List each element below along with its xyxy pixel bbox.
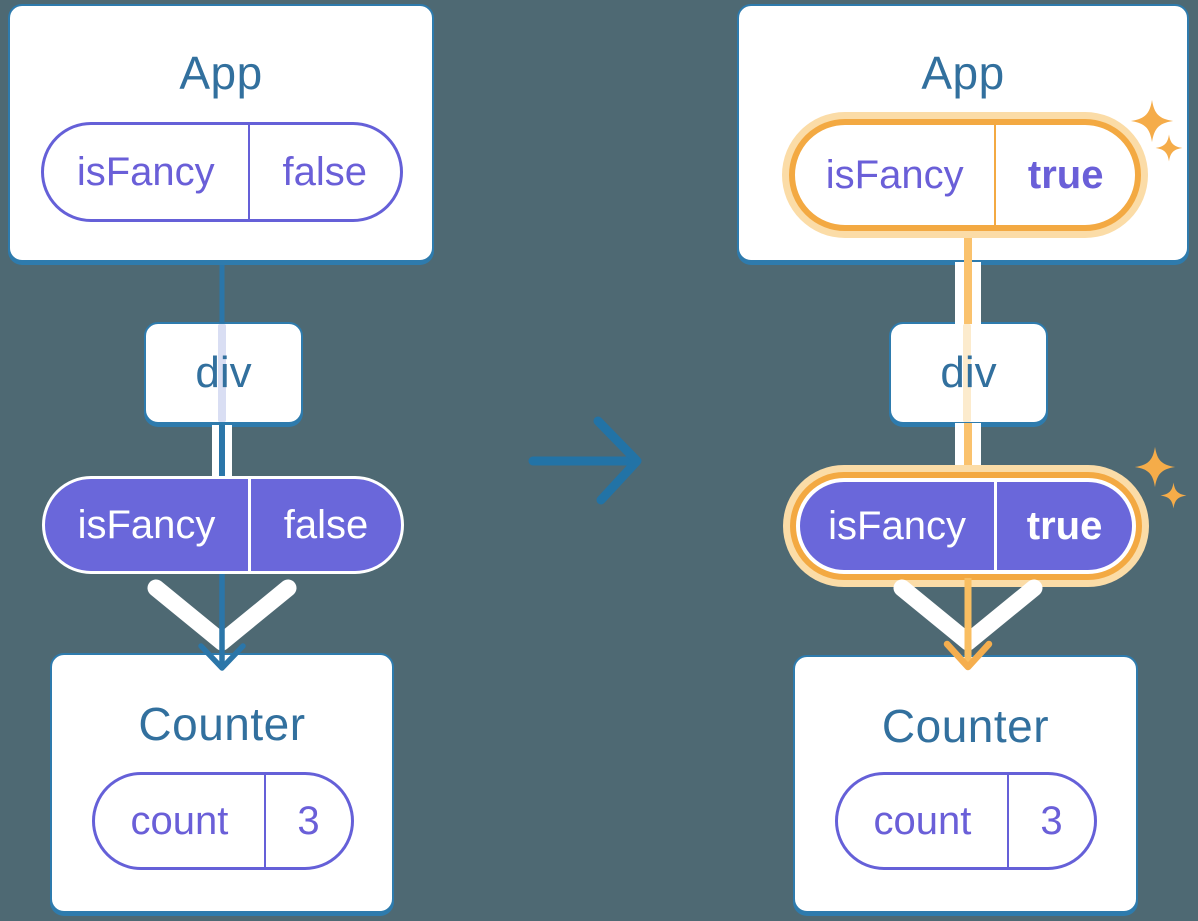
before-div-prop-stripe <box>218 324 226 422</box>
before-passed-prop-name: isFancy <box>45 479 251 571</box>
before-div-label: div <box>195 348 252 397</box>
before-div-card: div <box>144 322 303 424</box>
after-div-label: div <box>940 348 997 397</box>
after-div-prop-stripe <box>963 324 971 422</box>
after-app-prop-name: isFancy <box>795 125 997 225</box>
after-counter-state-value: 3 <box>1040 798 1063 843</box>
before-counter-state-name: count <box>95 775 266 867</box>
after-app-prop-value: true <box>1027 152 1104 197</box>
before-passed-prop-pill: isFancy false <box>42 476 404 574</box>
after-counter-title: Counter <box>881 700 1050 752</box>
before-app-prop-pill: isFancy false <box>41 122 403 222</box>
before-counter-state-value: 3 <box>297 798 320 843</box>
before-counter-state-pill: count 3 <box>92 772 354 870</box>
after-app-title: App <box>921 47 1005 99</box>
before-passed-prop-value: false <box>283 502 369 547</box>
before-app-prop-value: false <box>282 149 368 194</box>
before-counter-title: Counter <box>138 698 306 750</box>
after-counter-state-pill: count 3 <box>835 772 1097 870</box>
after-passed-prop-name: isFancy <box>800 482 998 570</box>
after-app-prop-pill: isFancy true <box>789 119 1141 231</box>
after-counter-state-name: count <box>838 775 1009 867</box>
after-passed-prop-value: true <box>1026 503 1103 548</box>
before-app-prop-name: isFancy <box>44 125 250 219</box>
after-passed-prop-pill: isFancy true <box>796 478 1136 574</box>
before-app-title: App <box>179 47 263 99</box>
